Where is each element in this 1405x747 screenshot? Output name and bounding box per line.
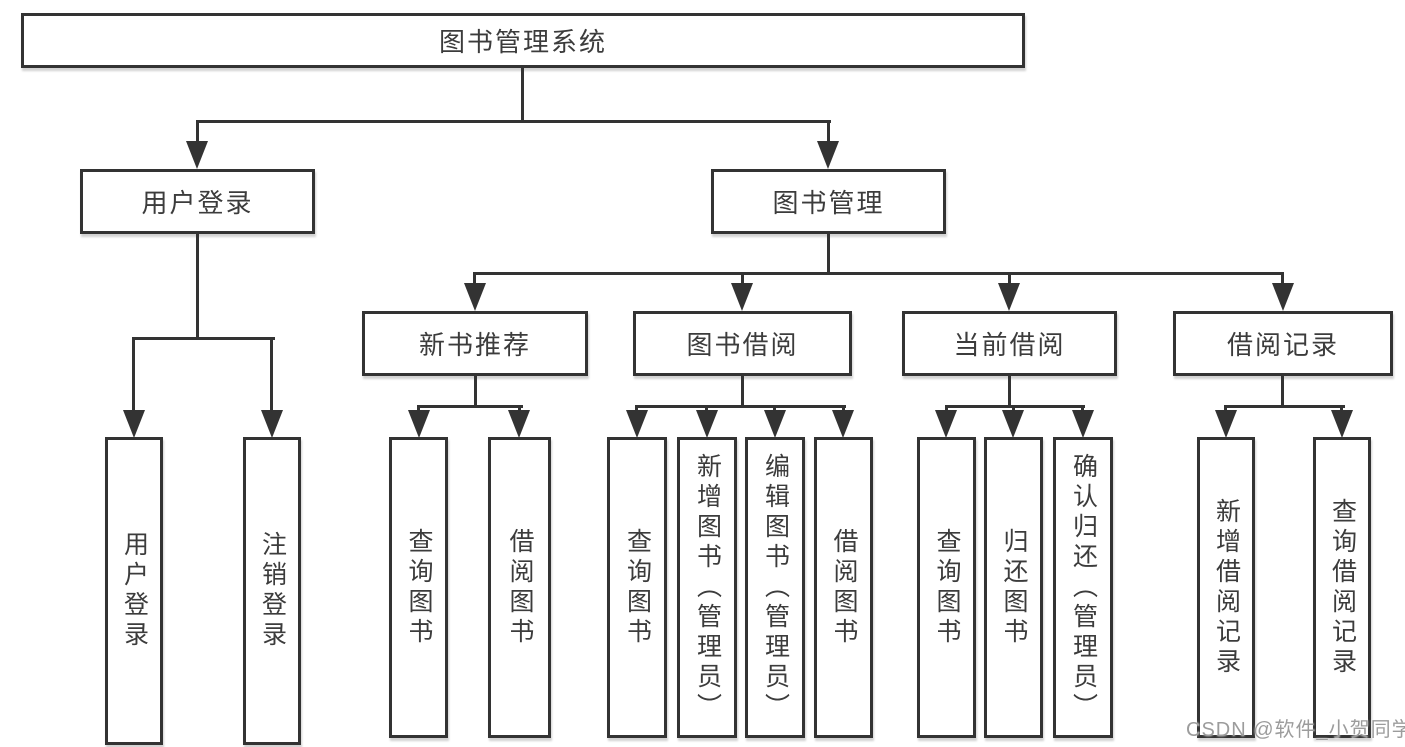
connector-line (1281, 376, 1284, 408)
arrowhead-down-icon (1002, 410, 1024, 438)
node-current-borrowing: 当前借阅 (902, 311, 1117, 376)
leaf-borrowing-add-books-admin: 新增图书（管理员） (677, 437, 737, 738)
arrowhead-down-icon (626, 410, 648, 438)
leaf-current-return-books: 归还图书 (984, 437, 1043, 738)
connector-line (473, 272, 476, 286)
connector-line (474, 376, 477, 408)
connector-line (196, 120, 199, 146)
connector-line (1008, 272, 1011, 286)
arrowhead-down-icon (696, 410, 718, 438)
arrowhead-down-icon (832, 410, 854, 438)
arrowhead-down-icon (1072, 410, 1094, 438)
leaf-records-add-borrow-record: 新增借阅记录 (1197, 437, 1255, 738)
leaf-logout-login: 注销登录 (243, 437, 301, 745)
node-new-book-recommend: 新书推荐 (362, 311, 588, 376)
arrowhead-down-icon (186, 141, 208, 169)
arrowhead-down-icon (764, 410, 786, 438)
arrowhead-down-icon (998, 283, 1020, 311)
connector-line (1224, 405, 1345, 408)
connector-line (741, 272, 744, 286)
node-user-login: 用户登录 (80, 169, 315, 234)
arrowhead-down-icon (464, 283, 486, 311)
connector-line (473, 272, 1284, 275)
arrowhead-down-icon (508, 410, 530, 438)
leaf-recommend-borrow-books: 借阅图书 (488, 437, 551, 738)
connector-line (521, 68, 524, 123)
leaf-borrowing-edit-books-admin: 编辑图书（管理员） (745, 437, 805, 738)
arrowhead-down-icon (1272, 283, 1294, 311)
connector-line (196, 120, 831, 123)
connector-line (827, 120, 830, 146)
arrowhead-down-icon (1215, 410, 1237, 438)
arrowhead-down-icon (731, 283, 753, 311)
leaf-current-confirm-return-admin: 确认归还（管理员） (1053, 437, 1113, 738)
leaf-records-query-borrow-record: 查询借阅记录 (1313, 437, 1371, 738)
connector-line (741, 376, 744, 408)
leaf-borrowing-query-books: 查询图书 (607, 437, 667, 738)
connector-line (1008, 376, 1011, 408)
node-library-management-system: 图书管理系统 (21, 13, 1025, 68)
connector-line (132, 337, 275, 340)
connector-line (132, 337, 135, 415)
leaf-recommend-query-books: 查询图书 (389, 437, 448, 738)
arrowhead-down-icon (817, 141, 839, 169)
csdn-watermark: CSDN @软件_小贺同学 (1186, 719, 1405, 741)
connector-line (1281, 272, 1284, 286)
arrowhead-down-icon (1331, 410, 1353, 438)
arrowhead-down-icon (408, 410, 430, 438)
connector-line (945, 405, 1085, 408)
node-book-borrowing: 图书借阅 (633, 311, 852, 376)
connector-line (635, 405, 846, 408)
leaf-current-query-books: 查询图书 (917, 437, 976, 738)
connector-line (196, 234, 199, 340)
node-borrowing-records: 借阅记录 (1173, 311, 1393, 376)
arrowhead-down-icon (123, 410, 145, 438)
leaf-borrowing-borrow-books: 借阅图书 (814, 437, 873, 738)
connector-line (417, 405, 523, 408)
connector-line (827, 234, 830, 275)
arrowhead-down-icon (261, 410, 283, 438)
arrowhead-down-icon (935, 410, 957, 438)
node-book-management: 图书管理 (711, 169, 946, 234)
leaf-user-login: 用户登录 (105, 437, 163, 745)
connector-line (270, 337, 273, 415)
